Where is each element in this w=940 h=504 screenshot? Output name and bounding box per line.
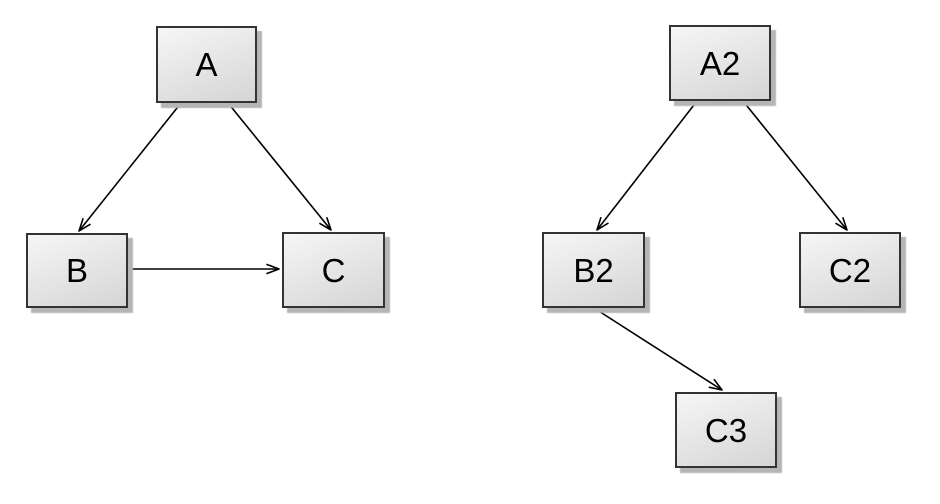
- edge-B2-C3[interactable]: [593, 307, 723, 391]
- edge-A-C[interactable]: [227, 102, 332, 231]
- node-label: A2: [699, 44, 741, 82]
- edge-A2-B2[interactable]: [596, 100, 698, 231]
- node-label: C3: [704, 411, 748, 449]
- node-label: B: [65, 252, 88, 289]
- node-label: B2: [573, 251, 614, 289]
- node-C[interactable]: C: [282, 232, 385, 308]
- node-label: C2: [828, 251, 872, 289]
- node-C3[interactable]: C3: [675, 392, 777, 468]
- edge-A2-C2[interactable]: [742, 100, 848, 231]
- node-label: A: [195, 46, 218, 83]
- node-B2[interactable]: B2: [542, 232, 645, 308]
- node-A2[interactable]: A2: [669, 25, 771, 101]
- node-B[interactable]: B: [26, 233, 128, 308]
- node-label: C: [321, 251, 346, 289]
- node-A[interactable]: A: [156, 26, 257, 103]
- edge-A-B[interactable]: [78, 102, 182, 232]
- node-C2[interactable]: C2: [799, 232, 901, 308]
